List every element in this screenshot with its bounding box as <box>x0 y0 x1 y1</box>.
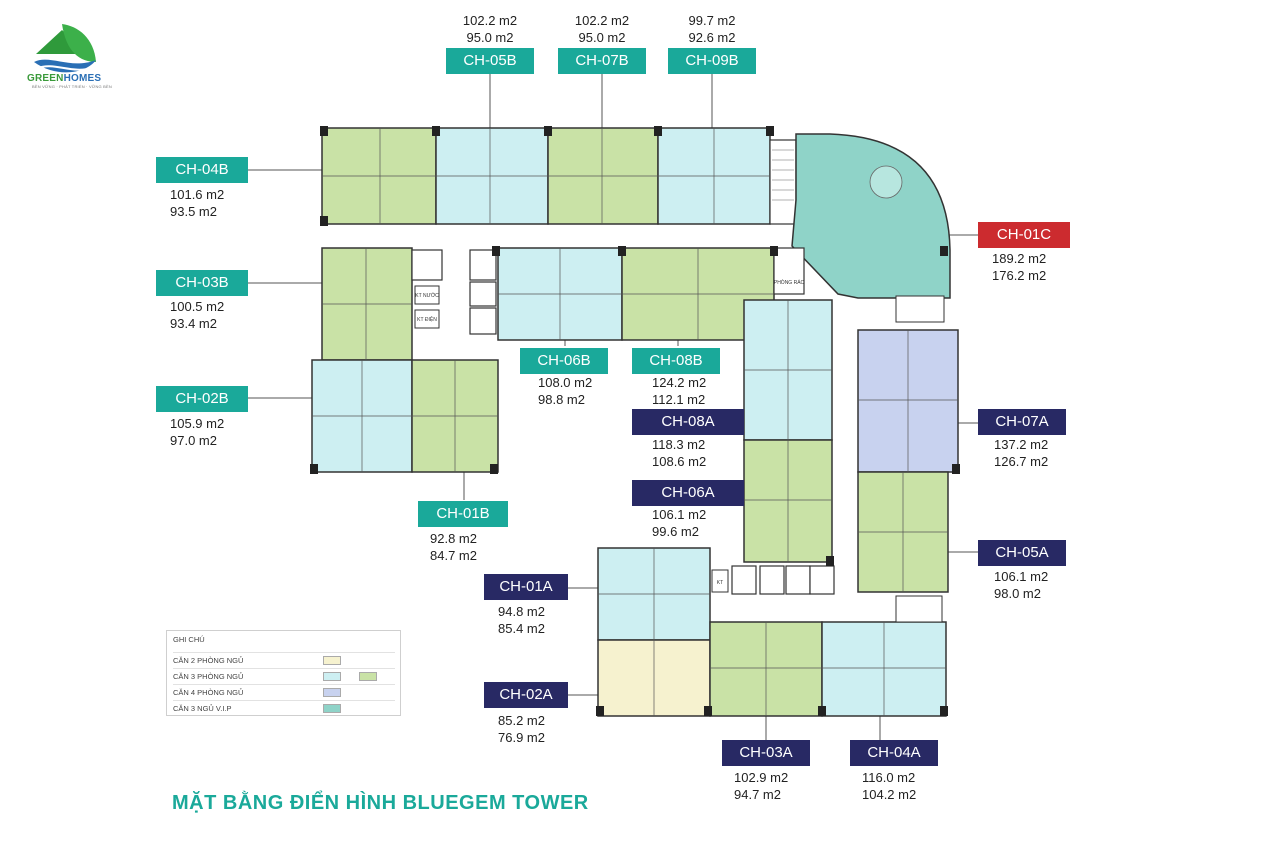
legend-row-label: CĂN 3 PHÒNG NGỦ <box>173 672 244 681</box>
unit-ch-01c-plan <box>791 133 951 299</box>
unit-ch-09b-label: CH-09B <box>668 48 756 74</box>
unit-ch-06a-label: CH-06A <box>632 480 744 506</box>
unit-ch-03b-label: CH-03B <box>156 270 248 296</box>
legend-swatch <box>323 688 341 697</box>
unit-ch-03a-label: CH-03A <box>722 740 810 766</box>
page-title: MẶT BẰNG ĐIỂN HÌNH BLUEGEM TOWER <box>172 792 589 814</box>
unit-ch-05b-label: CH-05B <box>446 48 534 74</box>
legend-row: CĂN 2 PHÒNG NGỦ <box>173 652 395 667</box>
unit-ch-01c-label: CH-01C <box>978 222 1070 248</box>
unit-ch-06b-label: CH-06B <box>520 348 608 374</box>
unit-ch-01a-label: CH-01A <box>484 574 568 600</box>
stairwell-right <box>895 295 945 323</box>
unit-ch-05a-label: CH-05A <box>978 540 1066 566</box>
unit-ch-01b-label: CH-01B <box>418 501 508 527</box>
unit-ch-02b-label: CH-02B <box>156 386 248 412</box>
legend-row: CĂN 4 PHÒNG NGỦ <box>173 684 395 699</box>
unit-ch-08a-label: CH-08A <box>632 409 744 435</box>
stairwell-bottom <box>895 595 943 623</box>
legend-swatch <box>359 672 377 681</box>
legend-swatch <box>323 704 341 713</box>
core-left <box>411 249 497 335</box>
unit-ch-04b-label: CH-04B <box>156 157 248 183</box>
unit-ch-07a-label: CH-07A <box>978 409 1066 435</box>
greenhomes-logo <box>34 24 96 73</box>
unit-ch-08b-label: CH-08B <box>632 348 720 374</box>
legend-box: GHI CHÚ CĂN 2 PHÒNG NGỦ CĂN 3 PHÒNG NGỦ … <box>166 630 401 716</box>
brand-name: GREENHOMES <box>27 73 102 84</box>
unit-ch-02a-label: CH-02A <box>484 682 568 708</box>
stairwell-top <box>769 139 797 225</box>
legend-swatch <box>323 672 341 681</box>
legend-row: CĂN 3 NGỦ V.I.P <box>173 700 395 715</box>
partitions <box>312 128 958 716</box>
legend-row-label: CĂN 2 PHÒNG NGỦ <box>173 656 244 665</box>
kt-dien-label: KT ĐIỆN <box>417 315 437 323</box>
unit-ch-04a-label: CH-04A <box>850 740 938 766</box>
core-bottom <box>711 565 835 595</box>
legend-row: CĂN 3 PHÒNG NGỦ <box>173 668 395 683</box>
phong-rac-label: PHÒNG RÁC <box>774 279 805 286</box>
brand-tagline: BỀN VỮNG · PHÁT TRIỂN · VỮNG BỀN <box>32 84 112 89</box>
unit-ch-07b-label: CH-07B <box>558 48 646 74</box>
legend-swatch <box>323 656 341 665</box>
garbage-room <box>773 247 805 295</box>
leaf-icon <box>62 24 96 62</box>
columns <box>310 126 960 716</box>
legend-title: GHI CHÚ <box>173 635 205 644</box>
legend-row-label: CĂN 3 NGỦ V.I.P <box>173 704 232 713</box>
legend-row-label: CĂN 4 PHÒNG NGỦ <box>173 688 244 697</box>
kt-nuoc-label: KT NƯỚC <box>415 292 439 299</box>
kt-label: KT <box>717 580 723 586</box>
